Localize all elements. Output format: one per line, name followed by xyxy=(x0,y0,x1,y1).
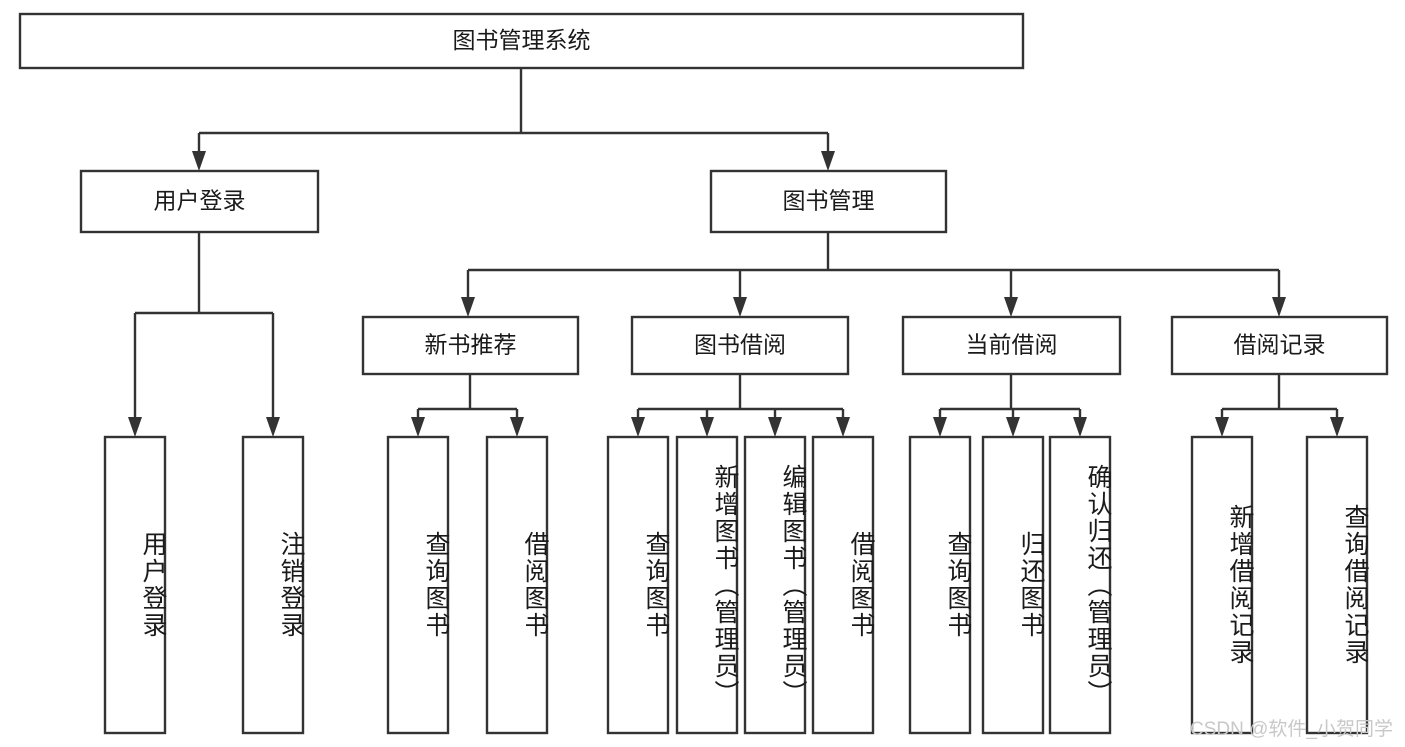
connector-borrow-record-arrow-0 xyxy=(1215,417,1229,437)
node-leaf-add-borrow-record[interactable] xyxy=(1190,435,1254,735)
connector-current-borrow-arrow-2 xyxy=(1073,417,1087,437)
connector-borrow-record-arrow-1 xyxy=(1330,417,1344,437)
connector-book-manage-arrow-3 xyxy=(1272,297,1286,317)
connector-layer xyxy=(128,68,1344,437)
node-user-login-label: 用户登录 xyxy=(154,188,246,214)
node-leaf-query-book-3[interactable] xyxy=(908,435,972,735)
node-title[interactable] xyxy=(18,12,1025,70)
connector-user-login-arrow-0 xyxy=(128,417,142,437)
node-leaf-query-book-1[interactable] xyxy=(386,435,450,735)
connector-book-manage-arrow-2 xyxy=(1004,297,1018,317)
node-current-borrow-label: 当前借阅 xyxy=(966,332,1058,358)
connector-new-book-recommend-arrow-1 xyxy=(510,417,524,437)
node-leaf-borrow-book-1[interactable] xyxy=(485,435,549,735)
node-new-book-recommend-label: 新书推荐 xyxy=(425,332,517,358)
connector-book-manage-arrow-1 xyxy=(733,297,747,317)
node-leaf-query-borrow-record[interactable] xyxy=(1305,435,1369,735)
connector-book-borrow-arrow-1 xyxy=(700,417,714,437)
node-leaf-return-book[interactable] xyxy=(981,435,1045,735)
node-new-book-recommend[interactable] xyxy=(361,315,580,376)
node-leaf-add-book-admin[interactable] xyxy=(675,435,739,735)
node-book-manage[interactable] xyxy=(709,169,948,234)
csdn-watermark: CSDN @软件_小贺同学 xyxy=(1190,719,1393,740)
connector-user-login-arrow-1 xyxy=(266,417,280,437)
node-user-login[interactable] xyxy=(79,169,320,234)
connector-book-manage-arrow-0 xyxy=(461,297,475,317)
node-title-label: 图书管理系统 xyxy=(453,27,591,53)
node-borrow-record[interactable] xyxy=(1170,315,1389,376)
connector-book-borrow-arrow-0 xyxy=(631,417,645,437)
connector-book-borrow-arrow-2 xyxy=(768,417,782,437)
node-book-borrow[interactable] xyxy=(630,315,850,376)
node-borrow-record-label: 借阅记录 xyxy=(1234,332,1326,358)
node-leaf-user-login[interactable] xyxy=(103,435,167,735)
node-leaf-confirm-return-admin[interactable] xyxy=(1048,435,1112,735)
node-book-borrow-label: 图书借阅 xyxy=(694,332,786,358)
node-leaf-edit-book-admin[interactable] xyxy=(743,435,807,735)
connector-new-book-recommend-arrow-0 xyxy=(411,417,425,437)
node-book-manage-label: 图书管理 xyxy=(783,188,875,214)
connector-current-borrow-arrow-0 xyxy=(933,417,947,437)
node-current-borrow[interactable] xyxy=(901,315,1122,376)
node-leaf-borrow-book-2[interactable] xyxy=(811,435,875,735)
connector-book-borrow-arrow-3 xyxy=(836,417,850,437)
node-leaf-query-book-2[interactable] xyxy=(606,435,670,735)
connector-current-borrow-arrow-1 xyxy=(1006,417,1020,437)
connector-root-arrow-0 xyxy=(192,151,206,171)
node-leaf-logout-login[interactable] xyxy=(241,435,305,735)
node-box-layer xyxy=(18,12,1389,735)
connector-root-arrow-1 xyxy=(821,151,835,171)
